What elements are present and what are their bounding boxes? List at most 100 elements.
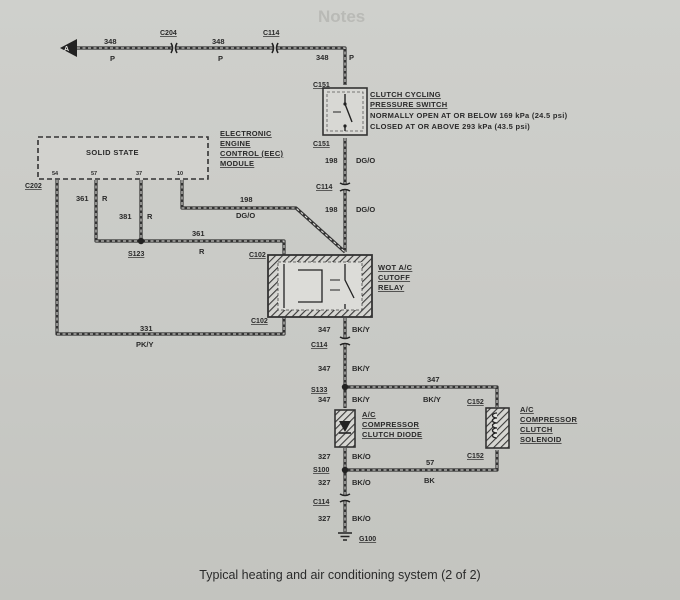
svg-text:347: 347 bbox=[427, 375, 440, 384]
solenoid-label-3: CLUTCH bbox=[520, 425, 553, 434]
svg-text:S133: S133 bbox=[311, 387, 327, 394]
svg-text:348: 348 bbox=[316, 53, 329, 62]
eec-label-1: ELECTRONIC bbox=[220, 129, 272, 138]
svg-text:C114: C114 bbox=[263, 30, 279, 37]
connector-c204-mark bbox=[170, 42, 178, 54]
svg-text:361: 361 bbox=[192, 229, 205, 238]
svg-text:R: R bbox=[102, 194, 108, 203]
svg-text:PK/Y: PK/Y bbox=[136, 340, 154, 349]
svg-text:G100: G100 bbox=[359, 536, 376, 543]
svg-text:DG/O: DG/O bbox=[356, 156, 375, 165]
svg-text:54: 54 bbox=[52, 171, 59, 177]
relay-label-2: CUTOFF bbox=[378, 273, 410, 282]
switch-label-2: PRESSURE SWITCH bbox=[370, 100, 447, 109]
svg-text:327: 327 bbox=[318, 478, 331, 487]
svg-text:DG/O: DG/O bbox=[236, 211, 255, 220]
connector-c114-top-mark bbox=[271, 42, 279, 54]
wire-highlights bbox=[56, 47, 498, 532]
diode-label-1: A/C bbox=[362, 410, 376, 419]
eec-label-3: CONTROL (EEC) bbox=[220, 149, 284, 158]
svg-text:331: 331 bbox=[140, 324, 153, 333]
switch-label-1: CLUTCH CYCLING bbox=[370, 90, 441, 99]
connector-labels: C204 C114 C151 C151 C114 C202 C102 C102 … bbox=[25, 30, 484, 543]
svg-text:C102: C102 bbox=[251, 318, 268, 325]
svg-text:DG/O: DG/O bbox=[356, 205, 375, 214]
svg-text:BK/Y: BK/Y bbox=[423, 395, 441, 404]
svg-text:198: 198 bbox=[325, 156, 338, 165]
svg-text:347: 347 bbox=[318, 364, 331, 373]
eec-label-4: MODULE bbox=[220, 159, 254, 168]
svg-text:BK: BK bbox=[424, 476, 435, 485]
svg-text:BK/Y: BK/Y bbox=[352, 325, 370, 334]
svg-text:347: 347 bbox=[318, 395, 331, 404]
background-heading: Notes bbox=[318, 7, 365, 26]
relay-label-1: WOT A/C bbox=[378, 263, 413, 272]
switch-label-3: NORMALLY OPEN AT OR BELOW 169 kPa (24.5 … bbox=[370, 111, 568, 120]
connector-c114-lower-mark bbox=[339, 336, 351, 346]
relay-label-3: RELAY bbox=[378, 283, 404, 292]
svg-text:BK/O: BK/O bbox=[352, 452, 371, 461]
ground-symbol bbox=[338, 532, 352, 541]
svg-text:361: 361 bbox=[76, 194, 89, 203]
svg-text:C202: C202 bbox=[25, 183, 42, 190]
figure-caption: Typical heating and air conditioning sys… bbox=[199, 568, 481, 582]
svg-text:C102: C102 bbox=[249, 252, 266, 259]
svg-text:198: 198 bbox=[240, 195, 253, 204]
solid-state-label: SOLID STATE bbox=[86, 148, 139, 157]
solenoid-label-1: A/C bbox=[520, 405, 534, 414]
inline-connectors bbox=[170, 42, 351, 503]
svg-text:57: 57 bbox=[426, 458, 434, 467]
svg-text:C151: C151 bbox=[313, 82, 330, 89]
svg-text:C152: C152 bbox=[467, 453, 484, 460]
svg-text:BK/O: BK/O bbox=[352, 478, 371, 487]
svg-text:348: 348 bbox=[212, 37, 225, 46]
solenoid-label-4: SOLENOID bbox=[520, 435, 562, 444]
svg-text:P: P bbox=[110, 54, 115, 63]
svg-text:C152: C152 bbox=[467, 399, 484, 406]
svg-text:327: 327 bbox=[318, 514, 331, 523]
svg-text:C204: C204 bbox=[160, 30, 177, 37]
svg-text:C114: C114 bbox=[316, 184, 332, 191]
svg-text:57: 57 bbox=[91, 171, 97, 177]
compressor-clutch-diode bbox=[334, 409, 356, 448]
svg-text:C151: C151 bbox=[313, 141, 330, 148]
solenoid-label-2: COMPRESSOR bbox=[520, 415, 577, 424]
wot-relay bbox=[267, 254, 373, 318]
switch-label-4: CLOSED AT OR ABOVE 293 kPa (43.5 psi) bbox=[370, 122, 530, 131]
svg-text:C114: C114 bbox=[313, 499, 329, 506]
svg-text:BK/Y: BK/Y bbox=[352, 364, 370, 373]
splice-s123 bbox=[137, 237, 145, 245]
diode-label-2: COMPRESSOR bbox=[362, 420, 419, 429]
svg-text:R: R bbox=[199, 247, 205, 256]
wire-348 bbox=[77, 46, 347, 85]
svg-text:348: 348 bbox=[104, 37, 117, 46]
compressor-clutch-solenoid bbox=[485, 407, 510, 449]
clutch-cycling-switch bbox=[322, 87, 368, 136]
svg-text:198: 198 bbox=[325, 205, 338, 214]
svg-text:BK/O: BK/O bbox=[352, 514, 371, 523]
connector-c114-mid-mark bbox=[339, 182, 351, 192]
svg-text:381: 381 bbox=[119, 212, 132, 221]
splices bbox=[137, 237, 349, 474]
splice-s100 bbox=[341, 466, 349, 474]
svg-text:S100: S100 bbox=[313, 467, 329, 474]
eec-module: SOLID STATE bbox=[37, 136, 209, 180]
svg-text:P: P bbox=[349, 53, 354, 62]
svg-text:347: 347 bbox=[318, 325, 331, 334]
splice-s133 bbox=[341, 383, 349, 391]
svg-text:BK/Y: BK/Y bbox=[352, 395, 370, 404]
svg-text:P: P bbox=[218, 54, 223, 63]
diode-label-3: CLUTCH DIODE bbox=[362, 430, 422, 439]
svg-text:C114: C114 bbox=[311, 342, 327, 349]
svg-text:S123: S123 bbox=[128, 251, 144, 258]
eec-pins: 54 57 37 10 bbox=[52, 171, 183, 177]
svg-text:37: 37 bbox=[136, 171, 142, 177]
connector-a: A bbox=[60, 39, 77, 57]
svg-text:A: A bbox=[64, 46, 69, 53]
svg-text:10: 10 bbox=[177, 171, 183, 177]
component-labels: CLUTCH CYCLING PRESSURE SWITCH NORMALLY … bbox=[220, 90, 577, 444]
wire-labels: 348 P 348 P 348 P 198 DG/O 198 DG/O 198 … bbox=[76, 37, 441, 523]
svg-text:R: R bbox=[147, 212, 153, 221]
